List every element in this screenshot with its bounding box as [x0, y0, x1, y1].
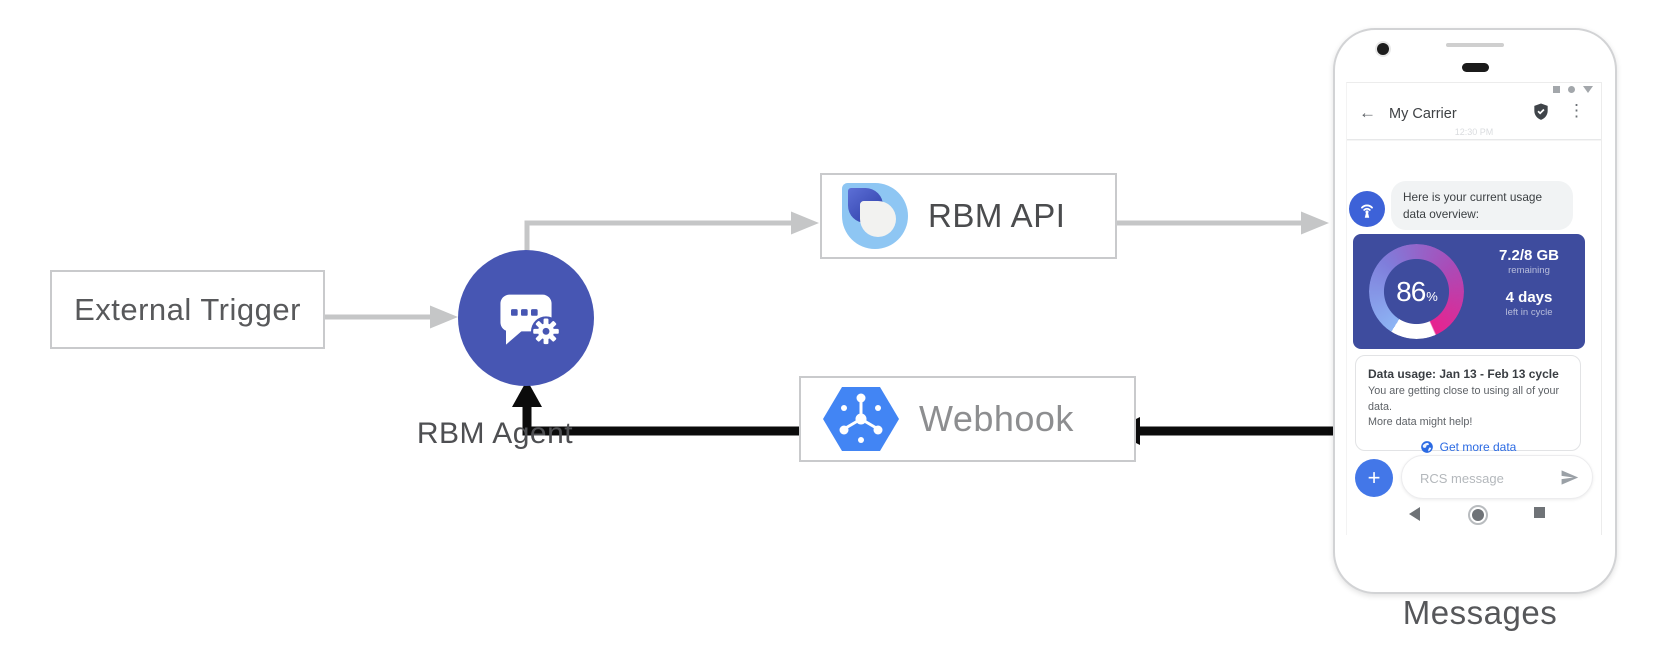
send-icon[interactable] — [1560, 468, 1579, 487]
conversation-header: ← My Carrier ⋮ — [1347, 99, 1601, 131]
get-more-data-button[interactable]: Get more data — [1368, 440, 1568, 454]
data-remaining-value: 7.2/8 GB — [1498, 247, 1560, 264]
usage-stats: 7.2/8 GB remaining 4 days left in cycle — [1481, 247, 1577, 318]
overflow-menu-icon[interactable]: ⋮ — [1568, 101, 1585, 120]
android-navbar — [1347, 503, 1601, 527]
globe-icon — [1420, 441, 1433, 453]
phone-mockup: ← My Carrier ⋮ 12:30 PM — [1333, 28, 1617, 594]
rbm-api-label: RBM API — [928, 197, 1066, 234]
data-remaining-label: remaining — [1508, 265, 1550, 276]
antenna-icon — [1361, 204, 1373, 218]
arrow-agent-to-api — [524, 220, 793, 253]
info-card-body-line1: You are getting close to using all of yo… — [1368, 385, 1560, 413]
rbm-api-node: RBM API — [820, 173, 1117, 259]
attach-plus-button[interactable]: + — [1355, 459, 1393, 497]
nav-back-icon[interactable] — [1409, 507, 1420, 521]
phone-screen: ← My Carrier ⋮ 12:30 PM — [1346, 82, 1602, 535]
usage-percent-value: 86 — [1396, 275, 1426, 307]
external-trigger-label: External Trigger — [74, 291, 301, 327]
gear-icon — [531, 316, 561, 347]
agent-avatar — [1349, 191, 1385, 227]
status-triangle-icon — [1583, 86, 1593, 93]
arrowhead-api-to-phone — [1301, 211, 1329, 235]
info-card-title: Data usage: Jan 13 - Feb 13 cycle — [1368, 367, 1559, 381]
arrow-webhook-to-agent — [522, 405, 800, 436]
days-left-value: 4 days — [1505, 289, 1553, 306]
get-more-data-label: Get more data — [1439, 439, 1517, 454]
usage-gauge — [1369, 244, 1464, 339]
status-square-icon — [1553, 86, 1560, 93]
usage-percent-unit: % — [1426, 289, 1438, 304]
days-left-label: left in cycle — [1505, 307, 1553, 318]
message-input-pill — [1401, 455, 1593, 499]
status-bar — [1553, 86, 1593, 93]
rcs-message-input[interactable] — [1418, 457, 1552, 499]
nav-recents-icon[interactable] — [1534, 507, 1545, 518]
data-usage-info-card: Data usage: Jan 13 - Feb 13 cycle You ar… — [1355, 355, 1581, 454]
rbm-agent-label: RBM Agent — [416, 417, 574, 450]
chat-gear-icon — [500, 294, 561, 347]
usage-overview-card: 86% 7.2/8 GB remaining 4 days left in cy… — [1353, 234, 1585, 349]
back-arrow-icon[interactable]: ← — [1359, 103, 1376, 122]
message-timestamp: 12:30 PM — [1454, 127, 1494, 137]
nav-home-icon[interactable] — [1468, 505, 1488, 525]
info-card-body: You are getting close to using all of yo… — [1368, 384, 1568, 431]
speaker-grille — [1446, 43, 1504, 47]
verified-shield-icon — [1534, 103, 1548, 120]
arrowhead-webhook-to-agent — [512, 380, 542, 407]
arrowhead-trigger-to-agent — [430, 305, 458, 329]
rbm-agent-node — [458, 250, 594, 386]
agent-message-bubble: Here is your current usage data overview… — [1391, 181, 1573, 231]
camera-icon — [1377, 43, 1389, 55]
info-card-body-line2: More data might help! — [1368, 416, 1473, 429]
arrowhead-agent-to-api — [791, 211, 819, 235]
conversation-title: My Carrier — [1389, 106, 1457, 122]
status-circle-icon — [1568, 86, 1575, 93]
rbm-api-logo-icon — [842, 183, 908, 249]
webhook-hexagon-icon — [823, 387, 899, 451]
external-trigger-node: External Trigger — [50, 270, 325, 349]
earpiece — [1462, 63, 1489, 72]
messages-app-label: Messages — [1402, 594, 1558, 631]
header-divider — [1347, 139, 1601, 140]
usage-percent: 86% — [1369, 244, 1464, 339]
webhook-node: Webhook — [799, 376, 1136, 462]
webhook-label: Webhook — [919, 398, 1074, 439]
